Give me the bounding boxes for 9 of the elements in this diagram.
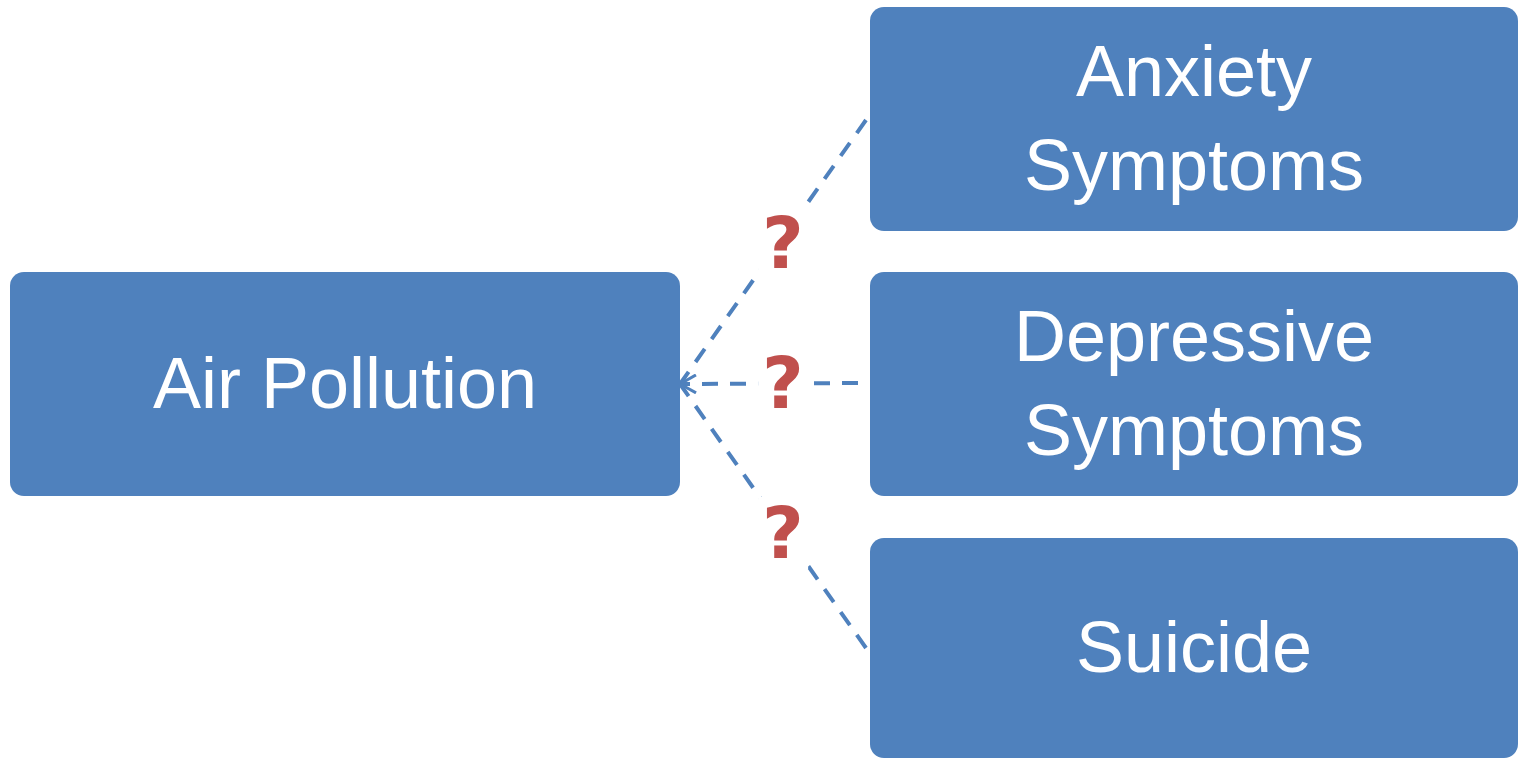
box-label: Suicide [1075, 606, 1313, 690]
box-label: Anxiety Symptoms [1022, 30, 1366, 207]
process-box [870, 272, 1518, 496]
process-box [870, 7, 1518, 231]
process-box [10, 272, 680, 496]
edge-label: ? [758, 497, 808, 569]
process-box [870, 538, 1518, 758]
box-label: Air Pollution [152, 342, 538, 426]
box-label: Depressive Symptoms [1012, 295, 1376, 472]
